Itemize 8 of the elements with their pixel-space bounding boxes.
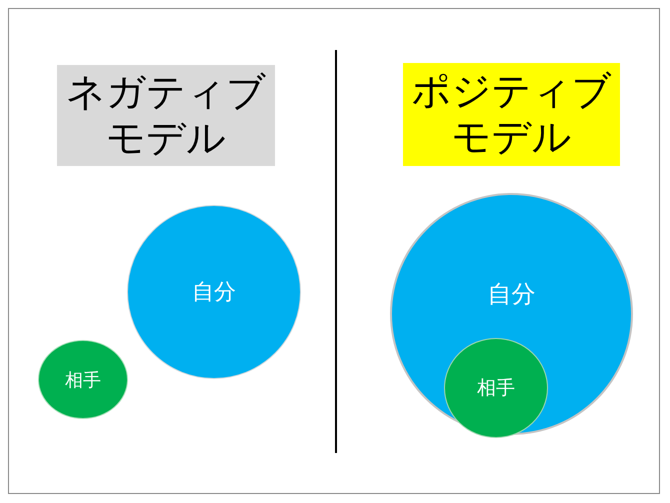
circle-label: 自分: [488, 279, 536, 310]
circle-label: 相手: [65, 368, 101, 392]
circle-label: 相手: [477, 376, 515, 401]
heading-panel: [57, 65, 275, 166]
heading-panel: [403, 63, 620, 166]
heading-text: ネガティブモデル: [64, 70, 267, 162]
heading-text: ポジティブモデル: [410, 68, 612, 160]
circle-label: 自分: [192, 279, 236, 307]
